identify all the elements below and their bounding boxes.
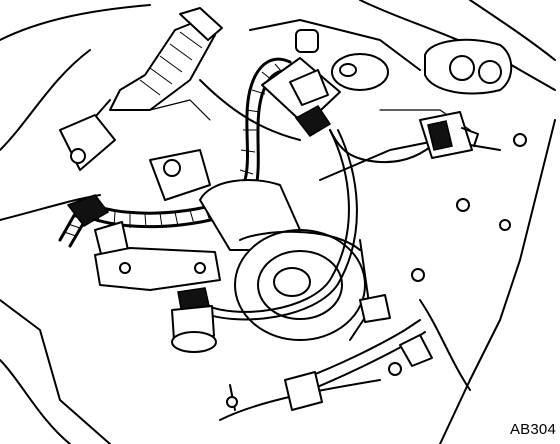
spring-strut: [59, 7, 223, 171]
temperature-sensor: [171, 287, 217, 353]
sensor-wire: [199, 129, 358, 321]
housing-assembly: [149, 149, 371, 341]
upper-cap: [295, 29, 389, 91]
hose-clamp: [226, 371, 323, 411]
right-connector: [329, 111, 479, 164]
flange-plate: [94, 247, 221, 291]
figure-code: AB304: [509, 421, 556, 438]
upper-connector: [261, 57, 341, 137]
oval-cover: [424, 38, 513, 95]
edge-bolts: [388, 133, 527, 376]
